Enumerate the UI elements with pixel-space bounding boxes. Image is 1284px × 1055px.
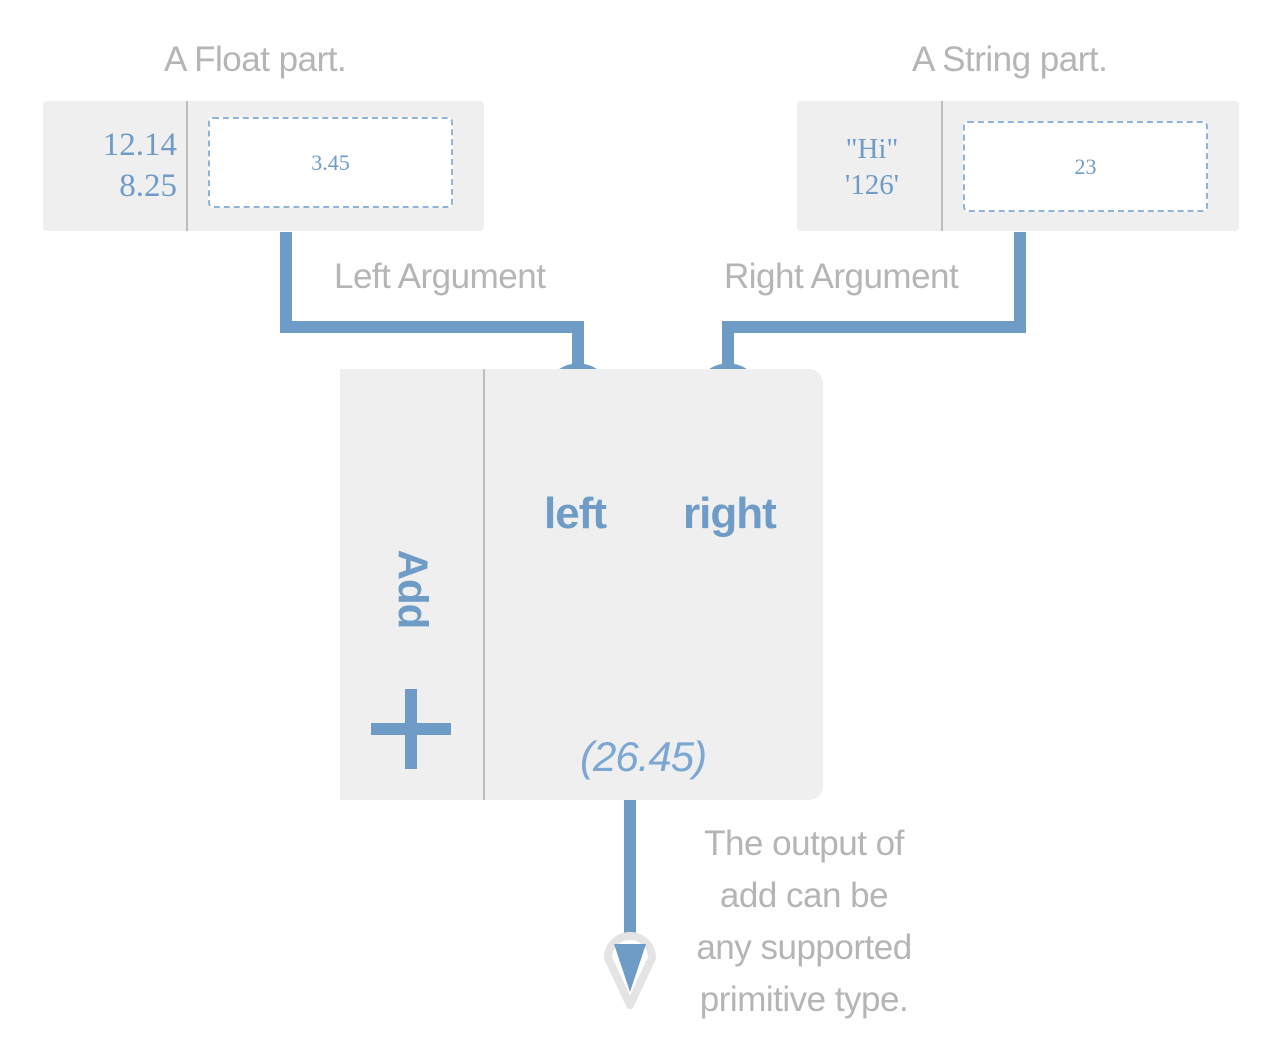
output-note-line: The output of xyxy=(704,824,904,863)
string-values-list: "Hi" '126' xyxy=(817,131,927,203)
string-part-caption: A String part. xyxy=(912,40,1108,79)
add-result-value: (26.45) xyxy=(580,733,707,780)
float-values-list: 12.14 8.25 xyxy=(67,125,177,207)
output-note: The output of add can be any supported p… xyxy=(664,818,944,1026)
string-input-slot[interactable]: 23 xyxy=(963,121,1208,212)
add-node-title-wrap: Add xyxy=(362,550,462,629)
add-node[interactable]: Add left right (26.45) xyxy=(340,369,823,800)
float-value: 12.14 xyxy=(102,127,177,163)
output-note-line: any supported xyxy=(696,928,912,967)
string-value: '126' xyxy=(845,169,899,201)
float-part-divider xyxy=(186,101,188,231)
plus-icon xyxy=(371,689,451,769)
float-value: 8.25 xyxy=(119,168,177,204)
string-part-divider xyxy=(941,101,943,231)
left-port-label: left xyxy=(544,489,607,538)
right-argument-label: Right Argument xyxy=(724,257,959,296)
add-node-divider xyxy=(483,369,485,800)
float-input-slot[interactable]: 3.45 xyxy=(208,117,453,208)
float-part-caption: A Float part. xyxy=(164,40,347,79)
output-port-icon[interactable] xyxy=(604,932,656,1009)
float-part[interactable]: 12.14 8.25 3.45 xyxy=(43,101,484,231)
string-value: "Hi" xyxy=(845,133,899,165)
output-note-line: primitive type. xyxy=(699,980,909,1019)
output-note-line: add can be xyxy=(719,876,889,915)
left-argument-label: Left Argument xyxy=(334,257,546,296)
left-argument-wire xyxy=(280,232,584,382)
right-argument-wire xyxy=(722,232,1026,382)
right-port-label: right xyxy=(683,489,777,538)
add-node-title: Add xyxy=(389,549,436,629)
string-part[interactable]: "Hi" '126' 23 xyxy=(797,101,1239,231)
